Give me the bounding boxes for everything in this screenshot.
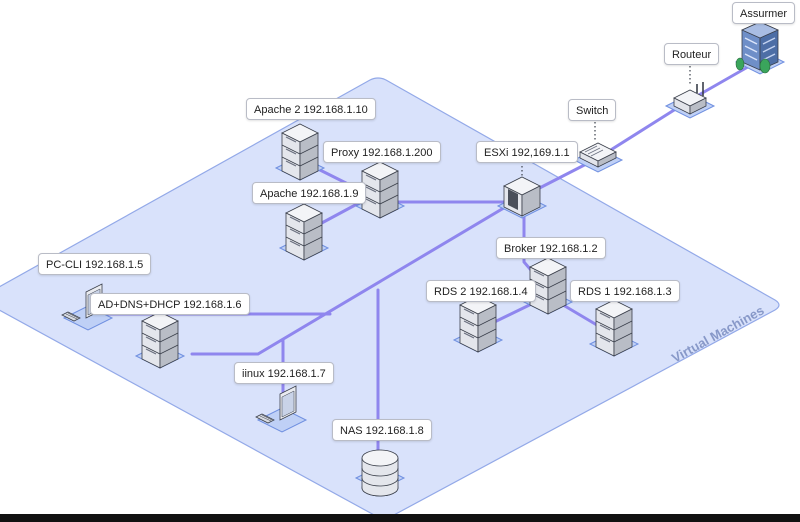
label-esxi: ESXi 192,169.1.1 bbox=[476, 141, 578, 163]
apache-server-icon bbox=[285, 203, 323, 261]
rds2-server-icon bbox=[459, 295, 497, 353]
label-pccli: PC-CLI 192.168.1.5 bbox=[38, 253, 152, 275]
label-broker: Broker 192.168.1.2 bbox=[496, 237, 606, 259]
label-assurmer: Assurmer bbox=[732, 2, 796, 24]
label-nas: NAS 192.168.1.8 bbox=[332, 419, 432, 441]
proxy-server-icon bbox=[361, 161, 399, 219]
rds1-server-icon bbox=[595, 299, 633, 357]
label-leaders bbox=[521, 32, 761, 178]
esxi-host-icon bbox=[503, 176, 541, 217]
switch-icon bbox=[579, 142, 617, 168]
bottom-edge-bar bbox=[0, 514, 800, 522]
building-icon bbox=[735, 21, 779, 74]
label-apache2: Apache 2 192.168.1.10 bbox=[246, 98, 376, 120]
label-proxy: Proxy 192.168.1.200 bbox=[323, 141, 441, 163]
link-esxi-trunk bbox=[190, 194, 526, 356]
label-rds2: RDS 2 192.168.1.4 bbox=[426, 280, 536, 302]
addhcp-server-icon bbox=[141, 311, 179, 369]
label-addhcp: AD+DNS+DHCP 192.168.1.6 bbox=[90, 293, 250, 315]
nas-storage-icon bbox=[361, 449, 399, 497]
label-rds1: RDS 1 192.168.1.3 bbox=[570, 280, 680, 302]
label-switch: Switch bbox=[568, 99, 617, 121]
label-apache: Apache 192.168.1.9 bbox=[252, 182, 367, 204]
router-icon bbox=[673, 82, 707, 115]
label-linux: iinux 192.168.1.7 bbox=[234, 362, 334, 384]
label-routeur: Routeur bbox=[664, 43, 720, 65]
apache2-server-icon bbox=[281, 123, 319, 181]
